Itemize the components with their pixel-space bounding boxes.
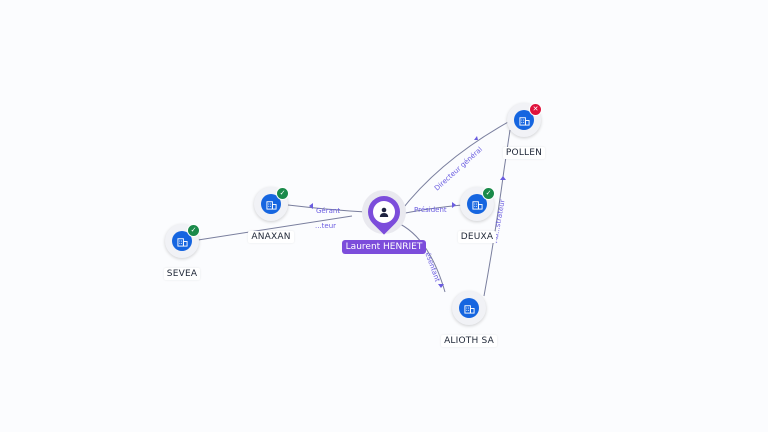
arrow-pollen <box>474 136 478 140</box>
close-icon: ✕ <box>529 103 542 116</box>
building-icon <box>261 194 281 214</box>
building-icon <box>459 298 479 318</box>
company-label-deuxa: DEUXA <box>457 231 497 243</box>
company-label-pollen: POLLEN <box>502 147 546 159</box>
arrow-anaxan <box>309 203 313 209</box>
edge-label-gerant: Gérant <box>316 207 340 215</box>
edge-person-anaxan <box>287 204 367 213</box>
check-icon: ✓ <box>187 224 200 237</box>
building-icon <box>514 110 534 130</box>
edge-label-president: Président <box>414 206 447 214</box>
edge-label-sevea: ...teur <box>315 222 336 230</box>
building-icon <box>172 231 192 251</box>
company-label-alioth: ALIOTH SA <box>441 335 497 347</box>
user-icon <box>373 201 395 223</box>
edge-anaxan-sevea <box>197 215 353 241</box>
edge-person-alioth <box>399 223 446 293</box>
arrow-alioth <box>438 284 444 288</box>
check-icon: ✓ <box>276 187 289 200</box>
arrow-deuxa <box>452 202 456 208</box>
building-icon <box>467 194 487 214</box>
edge-alioth-pollen <box>483 129 511 297</box>
edge-person-pollen <box>399 120 511 213</box>
check-icon: ✓ <box>482 187 495 200</box>
person-name-label: Laurent HENRIET <box>341 240 427 254</box>
company-label-sevea: SEVEA <box>163 268 201 280</box>
arrow-pollen-2 <box>500 176 506 180</box>
company-label-anaxan: ANAXAN <box>248 231 294 243</box>
